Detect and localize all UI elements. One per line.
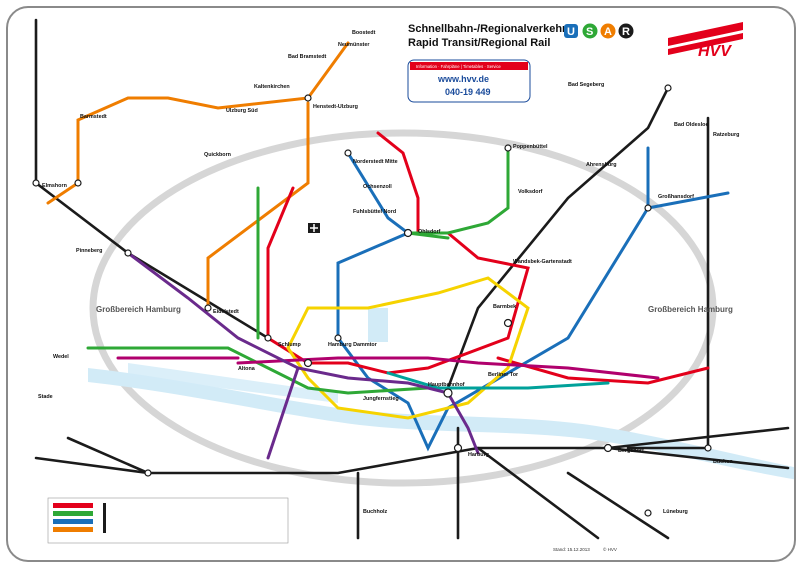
station-label: Bad Segeberg [568, 82, 604, 88]
station-label: Ohlsdorf [418, 229, 441, 235]
s-badge-label: S [586, 26, 593, 38]
u3-line [286, 276, 530, 420]
station-dots [32, 84, 712, 517]
transit-map-frame: Schnellbahn-/Regionalverkehr Rapid Trans… [6, 6, 796, 562]
station-label: Ratzeburg [713, 132, 739, 138]
station-label: Bad Bramstedt [288, 54, 327, 60]
station-label: Barmstedt [80, 114, 107, 120]
alster-lake [368, 308, 388, 342]
title-de: Schnellbahn-/Regionalverkehr [408, 23, 567, 35]
hvv-logo-text: HVV [698, 43, 732, 60]
station-label: Buchholz [363, 509, 388, 515]
footer-stand: Stand: 15.12.2013 [553, 547, 590, 552]
station-label: Berliner Tor [488, 372, 519, 378]
station-label: Ahrensburg [586, 162, 617, 168]
regional-lines [34, 18, 790, 540]
station-label: Quickborn [204, 152, 231, 158]
station-label: Wandsbek-Gartenstadt [513, 259, 572, 265]
station-label: Hamburg Dammtor [328, 342, 378, 348]
station-label: Hauptbahnhof [428, 382, 465, 388]
station-label: Jungfernstieg [363, 396, 399, 402]
station-label: Henstedt-Ulzburg [313, 104, 358, 110]
station-label: Harburg [468, 452, 489, 458]
station-label: Büchen [713, 459, 733, 465]
hvv-logo: HVV [668, 22, 743, 60]
title-en: Rapid Transit/Regional Rail [408, 37, 550, 49]
network-map: Schnellbahn-/Regionalverkehr Rapid Trans… [32, 18, 794, 552]
info-label: Information · Fahrpläne | Timetables · S… [416, 64, 502, 69]
info-box: Information · Fahrpläne | Timetables · S… [407, 59, 531, 103]
station-label: Ochsenzoll [363, 184, 392, 190]
station-label: Stade [38, 394, 53, 400]
u4-line [386, 371, 610, 390]
station-label: Poppenbüttel [513, 144, 548, 150]
s21-line [116, 356, 660, 380]
station-label: Elmshorn [42, 183, 67, 189]
info-phone: 040-19 449 [445, 87, 491, 97]
a-badge [600, 23, 616, 39]
station-label: Eidelstedt [213, 309, 239, 315]
footer-copyright: © HVV [603, 546, 617, 552]
station-label: Barmbek [493, 304, 516, 310]
station-label: Norderstedt Mitte [353, 159, 398, 165]
station-label: Fuhlsbüttel Nord [353, 209, 396, 215]
station-label: Volksdorf [518, 189, 543, 195]
zone-label-right: Großbereich Hamburg [648, 305, 733, 314]
s3-line [126, 251, 480, 460]
zone-boundary [89, 129, 717, 487]
station-label: Bad Oldesloe [674, 122, 708, 128]
info-url[interactable]: www.hvv.de [437, 74, 489, 84]
mode-badges: U S A R [564, 23, 634, 39]
station-label: Schlump [278, 342, 301, 348]
station-label: Ulzburg Süd [226, 108, 258, 114]
s1-line [86, 146, 510, 395]
s-badge [582, 23, 598, 39]
a-badge-label: A [604, 26, 612, 38]
u-badge [564, 24, 578, 38]
station-label: Großhansdorf [658, 194, 694, 200]
station-label: Wedel [53, 354, 69, 360]
station-label: Bergedorf [618, 448, 644, 454]
u-badge-label: U [567, 26, 575, 38]
airport-icon [308, 223, 320, 233]
station-labels: Boostedt Neumünster Bad Bramstedt Kalten… [38, 30, 739, 515]
station-label: Lüneburg [663, 509, 688, 515]
legend [47, 497, 289, 544]
station-label: Boostedt [352, 30, 376, 36]
station-label: Kaltenkirchen [254, 84, 290, 90]
harbour-water [128, 363, 338, 403]
r-badge-label: R [622, 26, 630, 38]
zone-label-left: Großbereich Hamburg [96, 305, 181, 314]
station-label: Pinneberg [76, 248, 102, 254]
station-label: Altona [238, 366, 256, 372]
station-label: Neumünster [338, 42, 370, 48]
r-badge [618, 23, 634, 39]
